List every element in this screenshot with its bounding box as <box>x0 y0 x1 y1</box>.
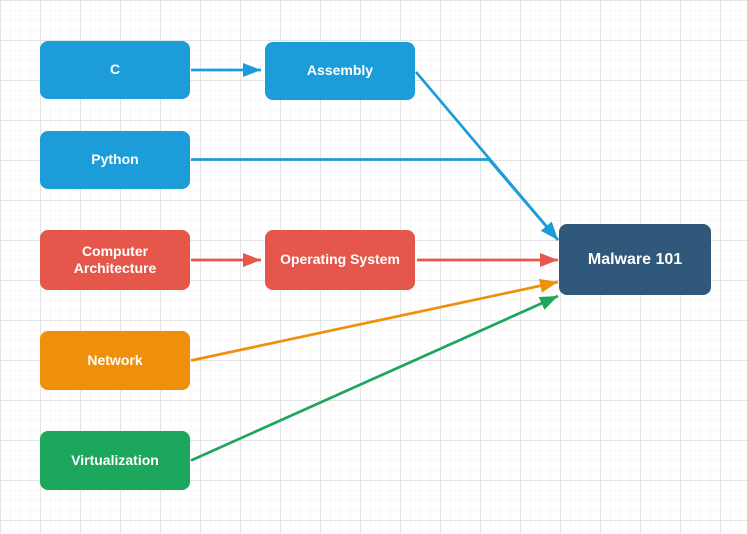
node-python[interactable]: Python <box>40 131 190 189</box>
node-operating-system-label: Operating System <box>280 251 400 268</box>
node-virtualization-label: Virtualization <box>71 451 159 468</box>
node-c[interactable]: C <box>40 41 190 99</box>
node-c-label: C <box>109 61 121 78</box>
node-computer-architecture[interactable]: Computer Architecture <box>40 230 190 290</box>
node-computer-architecture-label: Computer Architecture <box>73 242 157 277</box>
node-python-label: Python <box>91 151 139 168</box>
edge-network-malware-101[interactable] <box>190 278 559 362</box>
node-operating-system[interactable]: Operating System <box>265 230 415 290</box>
edge-python-malware-101[interactable] <box>191 158 560 241</box>
node-network[interactable]: Network <box>40 331 190 390</box>
node-network-label: Network <box>87 351 143 368</box>
node-malware-101-label: Malware 101 <box>587 250 683 268</box>
edge-virtualization-malware-101[interactable] <box>190 294 559 462</box>
node-virtualization[interactable]: Virtualization <box>40 431 190 490</box>
node-assembly[interactable]: Assembly <box>265 42 415 100</box>
node-assembly-label: Assembly <box>306 62 374 79</box>
node-malware-101[interactable]: Malware 101 <box>559 224 711 295</box>
